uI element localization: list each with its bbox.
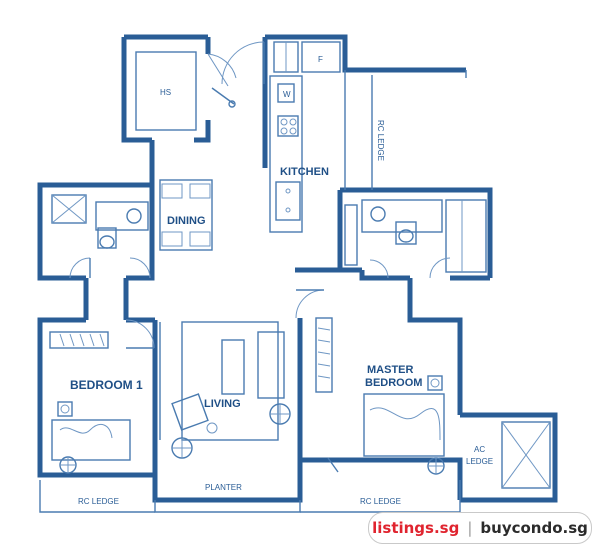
living-label: LIVING — [204, 398, 241, 410]
fridge-label: F — [318, 55, 323, 64]
bedroom1-label: BEDROOM 1 — [70, 378, 143, 392]
master-bedroom: MASTER BEDROOM — [315, 317, 445, 475]
buycondo-brand: buycondo.sg — [480, 519, 588, 537]
ac-ledge: AC LEDGE — [466, 421, 551, 489]
master-label-1: MASTER — [367, 364, 414, 376]
ac-label-1: AC — [474, 445, 485, 454]
bath-left — [51, 194, 151, 279]
hs-label: HS — [160, 88, 171, 97]
rc-ledge-vertical-label: RC LEDGE — [376, 120, 385, 161]
bedroom1: BEDROOM 1 — [49, 319, 155, 474]
walls — [37, 34, 558, 513]
bath-right — [344, 199, 487, 279]
hs-room: HS — [135, 51, 237, 131]
washer-label: W — [283, 90, 291, 99]
dining-label: DINING — [167, 215, 206, 227]
rc-ledge-right-label: RC LEDGE — [360, 497, 401, 506]
kitchen: F W KITCHEN — [221, 41, 341, 233]
ac-label-2: LEDGE — [466, 457, 493, 466]
dining: DINING — [159, 179, 213, 251]
listings-brand: listings.sg — [372, 519, 460, 537]
master-label-2: BEDROOM — [365, 377, 422, 389]
living: LIVING — [159, 289, 325, 459]
brand-separator: | — [467, 519, 473, 537]
planter-label: PLANTER — [205, 483, 242, 492]
watermark-badge: listings.sg | buycondo.sg — [368, 512, 592, 544]
rc-ledge-left-label: RC LEDGE — [78, 497, 119, 506]
kitchen-label: KITCHEN — [280, 166, 329, 178]
